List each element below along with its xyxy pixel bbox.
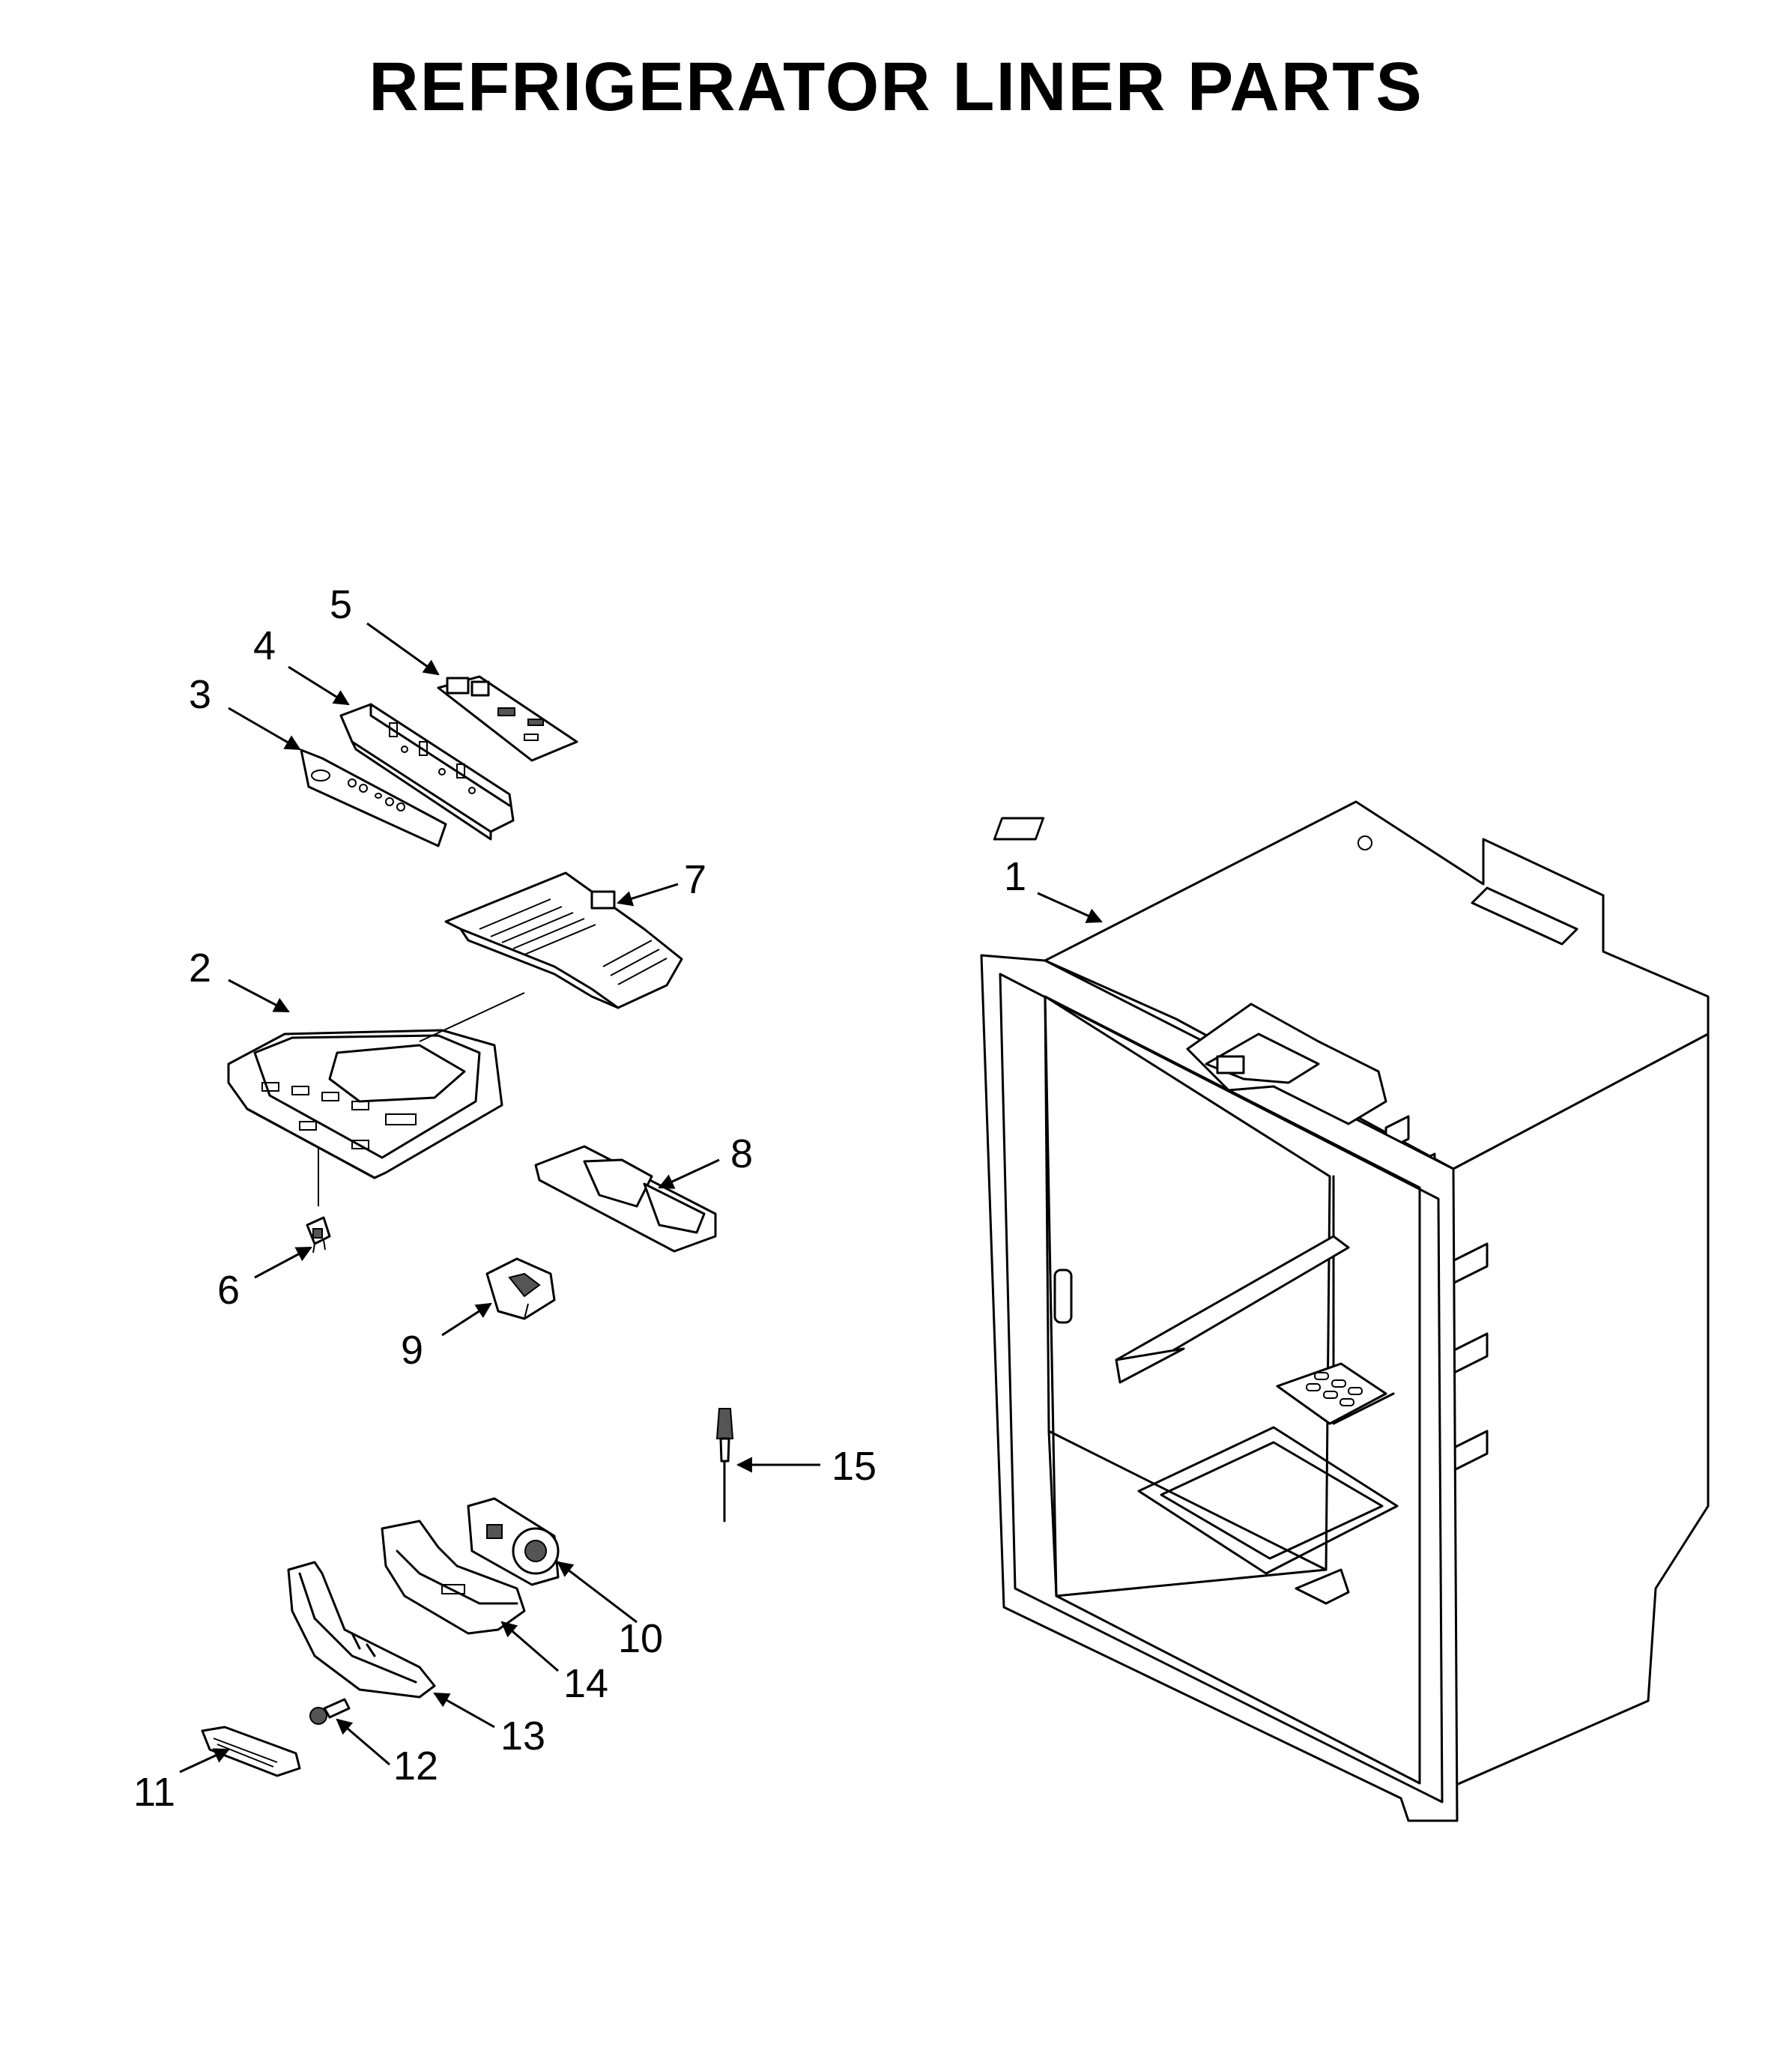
cover-ribs [479,898,668,985]
part-4-control-bracket [339,703,515,841]
callout-1: 1 [1004,854,1026,899]
leader-12 [336,1718,390,1766]
callout-15: 15 [832,1444,877,1489]
callout-9: 9 [401,1328,423,1373]
leader-10 [557,1561,638,1624]
leader-6 [254,1246,312,1279]
callout-7: 7 [684,857,706,902]
part-13-housing-front [287,1561,436,1699]
part-6-switch [306,1216,331,1254]
leader-9 [441,1302,492,1337]
callout-numbers: 1 2 3 4 5 6 7 8 9 10 11 12 13 14 15 [133,582,1026,1815]
leader-8 [658,1158,720,1189]
vent-slots [1306,1372,1363,1406]
callout-10: 10 [618,1616,663,1661]
leader-7 [616,883,679,907]
leader-14 [500,1621,559,1672]
leader-5 [366,622,440,676]
callout-11: 11 [133,1770,175,1815]
callout-13: 13 [500,1714,545,1759]
leader-11 [179,1748,230,1774]
part-3-overlay [300,749,447,847]
page-title: REFRIGERATOR LINER PARTS [369,49,1423,125]
callout-2: 2 [189,946,211,991]
leader-2 [228,979,290,1013]
callout-4: 4 [253,623,276,668]
part-11-lens [201,1726,301,1777]
part-14-housing-rear [381,1520,526,1635]
part-12-screw [309,1698,351,1725]
part-10-motor [467,1497,560,1586]
leader-lines [179,622,1103,1774]
leader-1 [1037,892,1103,923]
callout-5: 5 [330,582,352,627]
leader-3 [228,707,301,751]
callout-6: 6 [217,1268,240,1313]
callout-3: 3 [189,672,211,717]
part-1-liner [980,800,1710,1822]
part-7-cover [444,871,683,1009]
part-8-light [534,1145,717,1253]
part-5-control-board [437,675,578,762]
part-9-damper [485,1257,556,1320]
callout-8: 8 [730,1131,753,1176]
part-15-thermistor [715,1408,734,1523]
leader-13 [433,1692,495,1729]
callout-12: 12 [393,1744,438,1789]
leader-4 [288,665,350,706]
part-2-housing [227,992,525,1206]
callout-14: 14 [563,1661,608,1706]
